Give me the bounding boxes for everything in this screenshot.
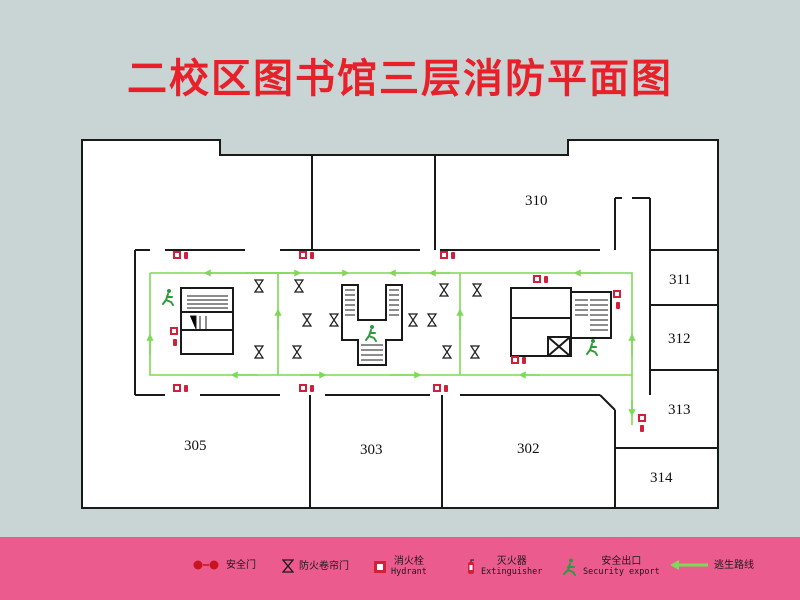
- hydrant-icon: [374, 561, 386, 573]
- legend-route-label: 逃生路线: [714, 559, 754, 571]
- page-title: 二校区图书馆三层消防平面图: [127, 55, 673, 102]
- stair-treads: [187, 289, 608, 361]
- extinguisher-icon: [468, 559, 474, 574]
- legend-hydrant: 消火栓 Hydrant: [374, 556, 427, 578]
- legend-hydrant-en: Hydrant: [391, 567, 427, 577]
- room-311: 311: [669, 272, 691, 288]
- fire-shutter-icon: [282, 559, 294, 573]
- room-314: 314: [650, 470, 673, 486]
- legend-extinguisher: 灭火器 Extinguisher: [466, 556, 542, 578]
- floor-area: [81, 139, 719, 509]
- legend-exit-label: 安全出口: [601, 556, 642, 567]
- legend-hydrant-label: 消火栓: [393, 556, 424, 567]
- hydrants: [170, 251, 646, 432]
- legend-shutter-label: 防火卷帘门: [299, 560, 349, 572]
- fire-shutters: [253, 279, 483, 359]
- legend-safety-door: 安全门: [193, 559, 256, 571]
- route-arrow-icon: [670, 560, 708, 570]
- legend-exit: 安全出口 Security export: [562, 556, 660, 578]
- room-310: 310: [525, 193, 548, 209]
- legend: 安全门 防火卷帘门 消火栓 Hydrant 灭火器 Extinguisher: [0, 537, 800, 600]
- room-302: 302: [517, 441, 540, 457]
- safety-door-icon: [193, 560, 219, 570]
- legend-shutter: 防火卷帘门: [282, 559, 349, 573]
- escape-route: [146, 269, 636, 425]
- room-313: 313: [668, 402, 691, 418]
- exit-signs: [162, 289, 598, 356]
- room-312: 312: [668, 331, 691, 347]
- walls: [134, 155, 718, 508]
- legend-route: 逃生路线: [669, 559, 754, 571]
- room-305: 305: [184, 438, 207, 454]
- legend-extinguisher-en: Extinguisher: [481, 567, 543, 577]
- floor-plan: 310 311 312 313 314 305 303 302: [81, 139, 719, 509]
- room-303: 303: [360, 442, 383, 458]
- legend-exit-en: Security export: [583, 567, 660, 577]
- room-labels: 310 311 312 313 314 305 303 302: [184, 193, 691, 486]
- legend-safety-door-label: 安全门: [226, 559, 256, 571]
- exit-sign-icon: [563, 558, 576, 576]
- legend-extinguisher-label: 灭火器: [496, 556, 527, 567]
